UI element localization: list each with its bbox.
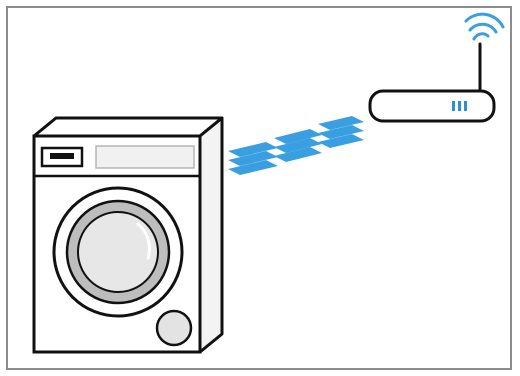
wifi-wave: [474, 34, 488, 39]
wireless-signal-beam: [228, 116, 364, 175]
control-display: [96, 146, 194, 168]
router-led: [464, 101, 467, 111]
router-led: [458, 101, 461, 111]
washing-machine: [34, 118, 222, 352]
service-hatch: [157, 311, 191, 345]
wifi-wave: [470, 24, 496, 32]
signal-streak: [228, 142, 278, 175]
router-body: [370, 91, 494, 121]
washing-machine-side: [200, 118, 222, 352]
signal-streak: [274, 129, 322, 162]
wifi-signal-icon: [466, 14, 503, 39]
washing-machine-top: [34, 118, 222, 136]
signal-streak: [318, 116, 364, 148]
router-led: [452, 101, 455, 111]
wifi-router: [370, 14, 503, 121]
door-glass: [78, 212, 158, 292]
router-status-leds: [452, 101, 467, 111]
detergent-drawer-handle: [50, 153, 74, 159]
